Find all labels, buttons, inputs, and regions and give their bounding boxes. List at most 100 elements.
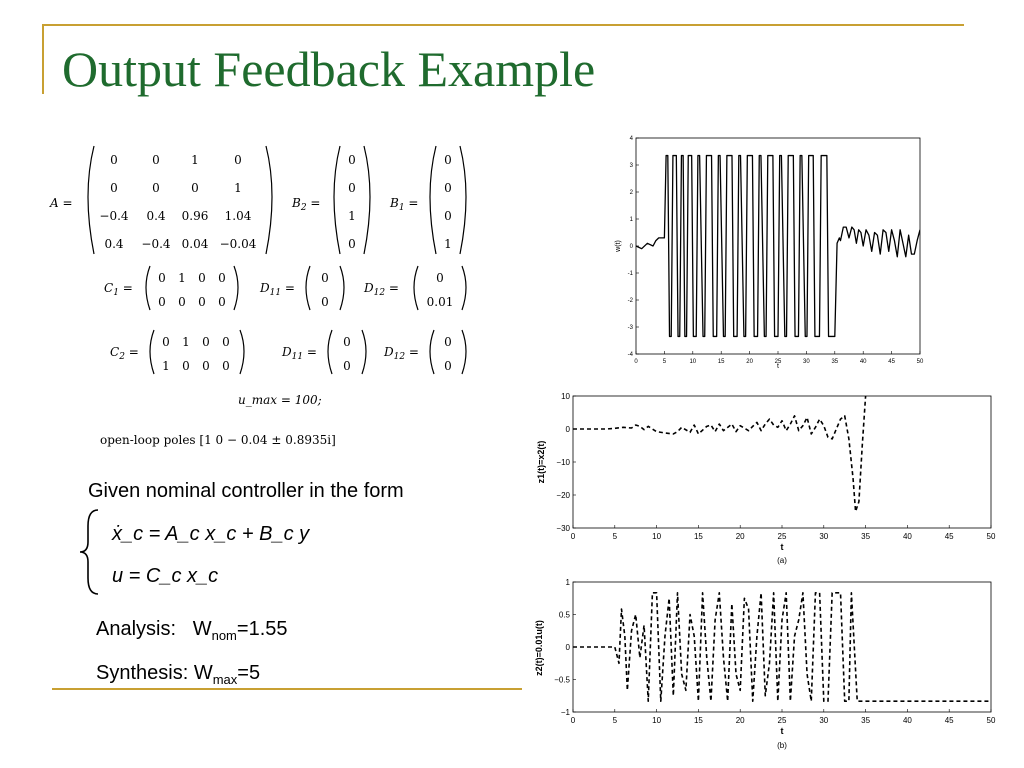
A-cell: 1 — [234, 181, 242, 195]
C1-cell: 0 — [158, 295, 166, 309]
D11b-left-paren — [327, 329, 333, 375]
A-cell: 0 — [110, 181, 118, 195]
B2-cell: 0 — [348, 237, 356, 251]
A-cell: 0 — [191, 181, 199, 195]
B1-left-paren — [429, 145, 437, 255]
x-tick-label: 35 — [831, 359, 838, 365]
A-cell: 1.04 — [225, 209, 252, 223]
x-tick-label: 45 — [945, 532, 954, 541]
C1-cell: 0 — [178, 295, 186, 309]
C2-cell: 1 — [162, 359, 170, 373]
x-tick-label: 10 — [652, 532, 661, 541]
y-tick-label: 0 — [630, 244, 634, 250]
x-tick-label: 15 — [718, 359, 725, 365]
x-tick-label: 0 — [571, 716, 576, 725]
x-tick-label: 35 — [861, 532, 870, 541]
B1-right-paren — [459, 145, 467, 255]
label-C2: C2 = — [110, 345, 139, 362]
B1-cell: 0 — [444, 153, 452, 167]
x-tick-label: 15 — [694, 716, 703, 725]
y-tick-label: 3 — [630, 163, 634, 169]
A-left-paren — [87, 145, 95, 255]
A-cell: −0.4 — [141, 237, 171, 251]
umax-line: u_max = 100; — [238, 393, 322, 407]
y-tick-label: −20 — [556, 491, 570, 500]
y-axis-label: w(t) — [615, 240, 622, 253]
A-matrix-cells: 0 0 1 0 0 0 0 1 −0.4 0.4 0.96 1.04 0.4 −… — [99, 153, 256, 251]
series-line — [636, 154, 920, 338]
x-tick-label: 20 — [746, 359, 753, 365]
label-B2: B2 = — [291, 196, 320, 213]
A-cell: 0 — [152, 181, 160, 195]
y-tick-label: -2 — [628, 298, 634, 304]
C2-cell: 0 — [202, 335, 210, 349]
D11a-left-paren — [305, 265, 311, 311]
C1-cell: 0 — [198, 271, 206, 285]
y-tick-label: -1 — [628, 271, 634, 277]
title-rule — [42, 24, 964, 26]
B2-right-paren — [363, 145, 371, 255]
A-cell: −0.04 — [220, 237, 257, 251]
C2-left-paren — [149, 329, 155, 375]
A-cell: 1 — [191, 153, 199, 167]
A-cell: −0.4 — [99, 209, 129, 223]
y-tick-label: 0 — [566, 643, 571, 652]
analysis-symbol: W — [192, 618, 212, 640]
x-tick-label: 30 — [819, 716, 828, 725]
analysis-line: Analysis: Wnom=1.55 — [96, 618, 288, 643]
y-axis-label: z2(t)=0.01u(t) — [534, 620, 544, 676]
x-tick-label: 10 — [652, 716, 661, 725]
C1-cell: 0 — [218, 271, 226, 285]
C1-cell: 0 — [218, 295, 226, 309]
y-tick-label: 1 — [630, 217, 634, 223]
x-tick-label: 40 — [903, 716, 912, 725]
y-tick-label: −1 — [561, 708, 571, 717]
title-left-rule — [42, 24, 44, 94]
D12a-left-paren — [413, 265, 419, 311]
x-axis-label: t — [781, 726, 784, 736]
D12a-cell: 0 — [436, 271, 444, 285]
synthesis-label: Synthesis: — [96, 662, 189, 684]
C1-left-paren — [145, 265, 151, 311]
x-tick-label: 25 — [775, 359, 782, 365]
D12b-cell: 0 — [444, 359, 452, 373]
y-tick-label: 0.5 — [559, 610, 571, 619]
controller-equations: ẋ_c = A_c x_c + B_c y u = C_c x_c — [80, 509, 310, 595]
y-tick-label: −0.5 — [554, 675, 570, 684]
y-axis-label: z1(t)=x2(t) — [536, 441, 546, 484]
C1-matrix-cells: 0 1 0 0 0 0 0 0 — [158, 271, 226, 309]
B2-cell: 0 — [348, 181, 356, 195]
A-right-paren — [265, 145, 273, 255]
x-tick-label: 45 — [888, 359, 895, 365]
x-tick-label: 30 — [819, 532, 828, 541]
bottom-rule — [52, 688, 522, 690]
C2-cell: 0 — [222, 359, 230, 373]
x-axis-label: t — [781, 542, 784, 552]
label-D12-b: D12 = — [383, 345, 419, 362]
x-tick-label: 40 — [903, 532, 912, 541]
D11a-cell: 0 — [321, 271, 329, 285]
synthesis-line: Synthesis: Wmax=5 — [96, 662, 260, 687]
D11b-cell: 0 — [343, 335, 351, 349]
B2-cell: 0 — [348, 153, 356, 167]
plot-frame — [572, 581, 992, 713]
series-line — [573, 396, 867, 513]
label-D11-b: D11 = — [281, 345, 317, 362]
C1-right-paren — [233, 265, 239, 311]
x-tick-label: 5 — [613, 532, 618, 541]
x-tick-label: 50 — [987, 532, 996, 541]
D11a-cell: 0 — [321, 295, 329, 309]
D12b-cell: 0 — [444, 335, 452, 349]
D11a-right-paren — [339, 265, 345, 311]
synthesis-value: =5 — [237, 662, 261, 684]
y-tick-label: −30 — [556, 524, 570, 533]
open-loop-poles: open-loop poles [1 0 − 0.04 ± 0.8935i] — [100, 433, 336, 447]
A-cell: 0.4 — [104, 237, 123, 251]
x-tick-label: 25 — [778, 716, 787, 725]
C2-cell: 0 — [202, 359, 210, 373]
label-A: A = — [49, 196, 73, 210]
A-cell: 0.96 — [182, 209, 209, 223]
y-tick-label: 4 — [630, 136, 634, 142]
